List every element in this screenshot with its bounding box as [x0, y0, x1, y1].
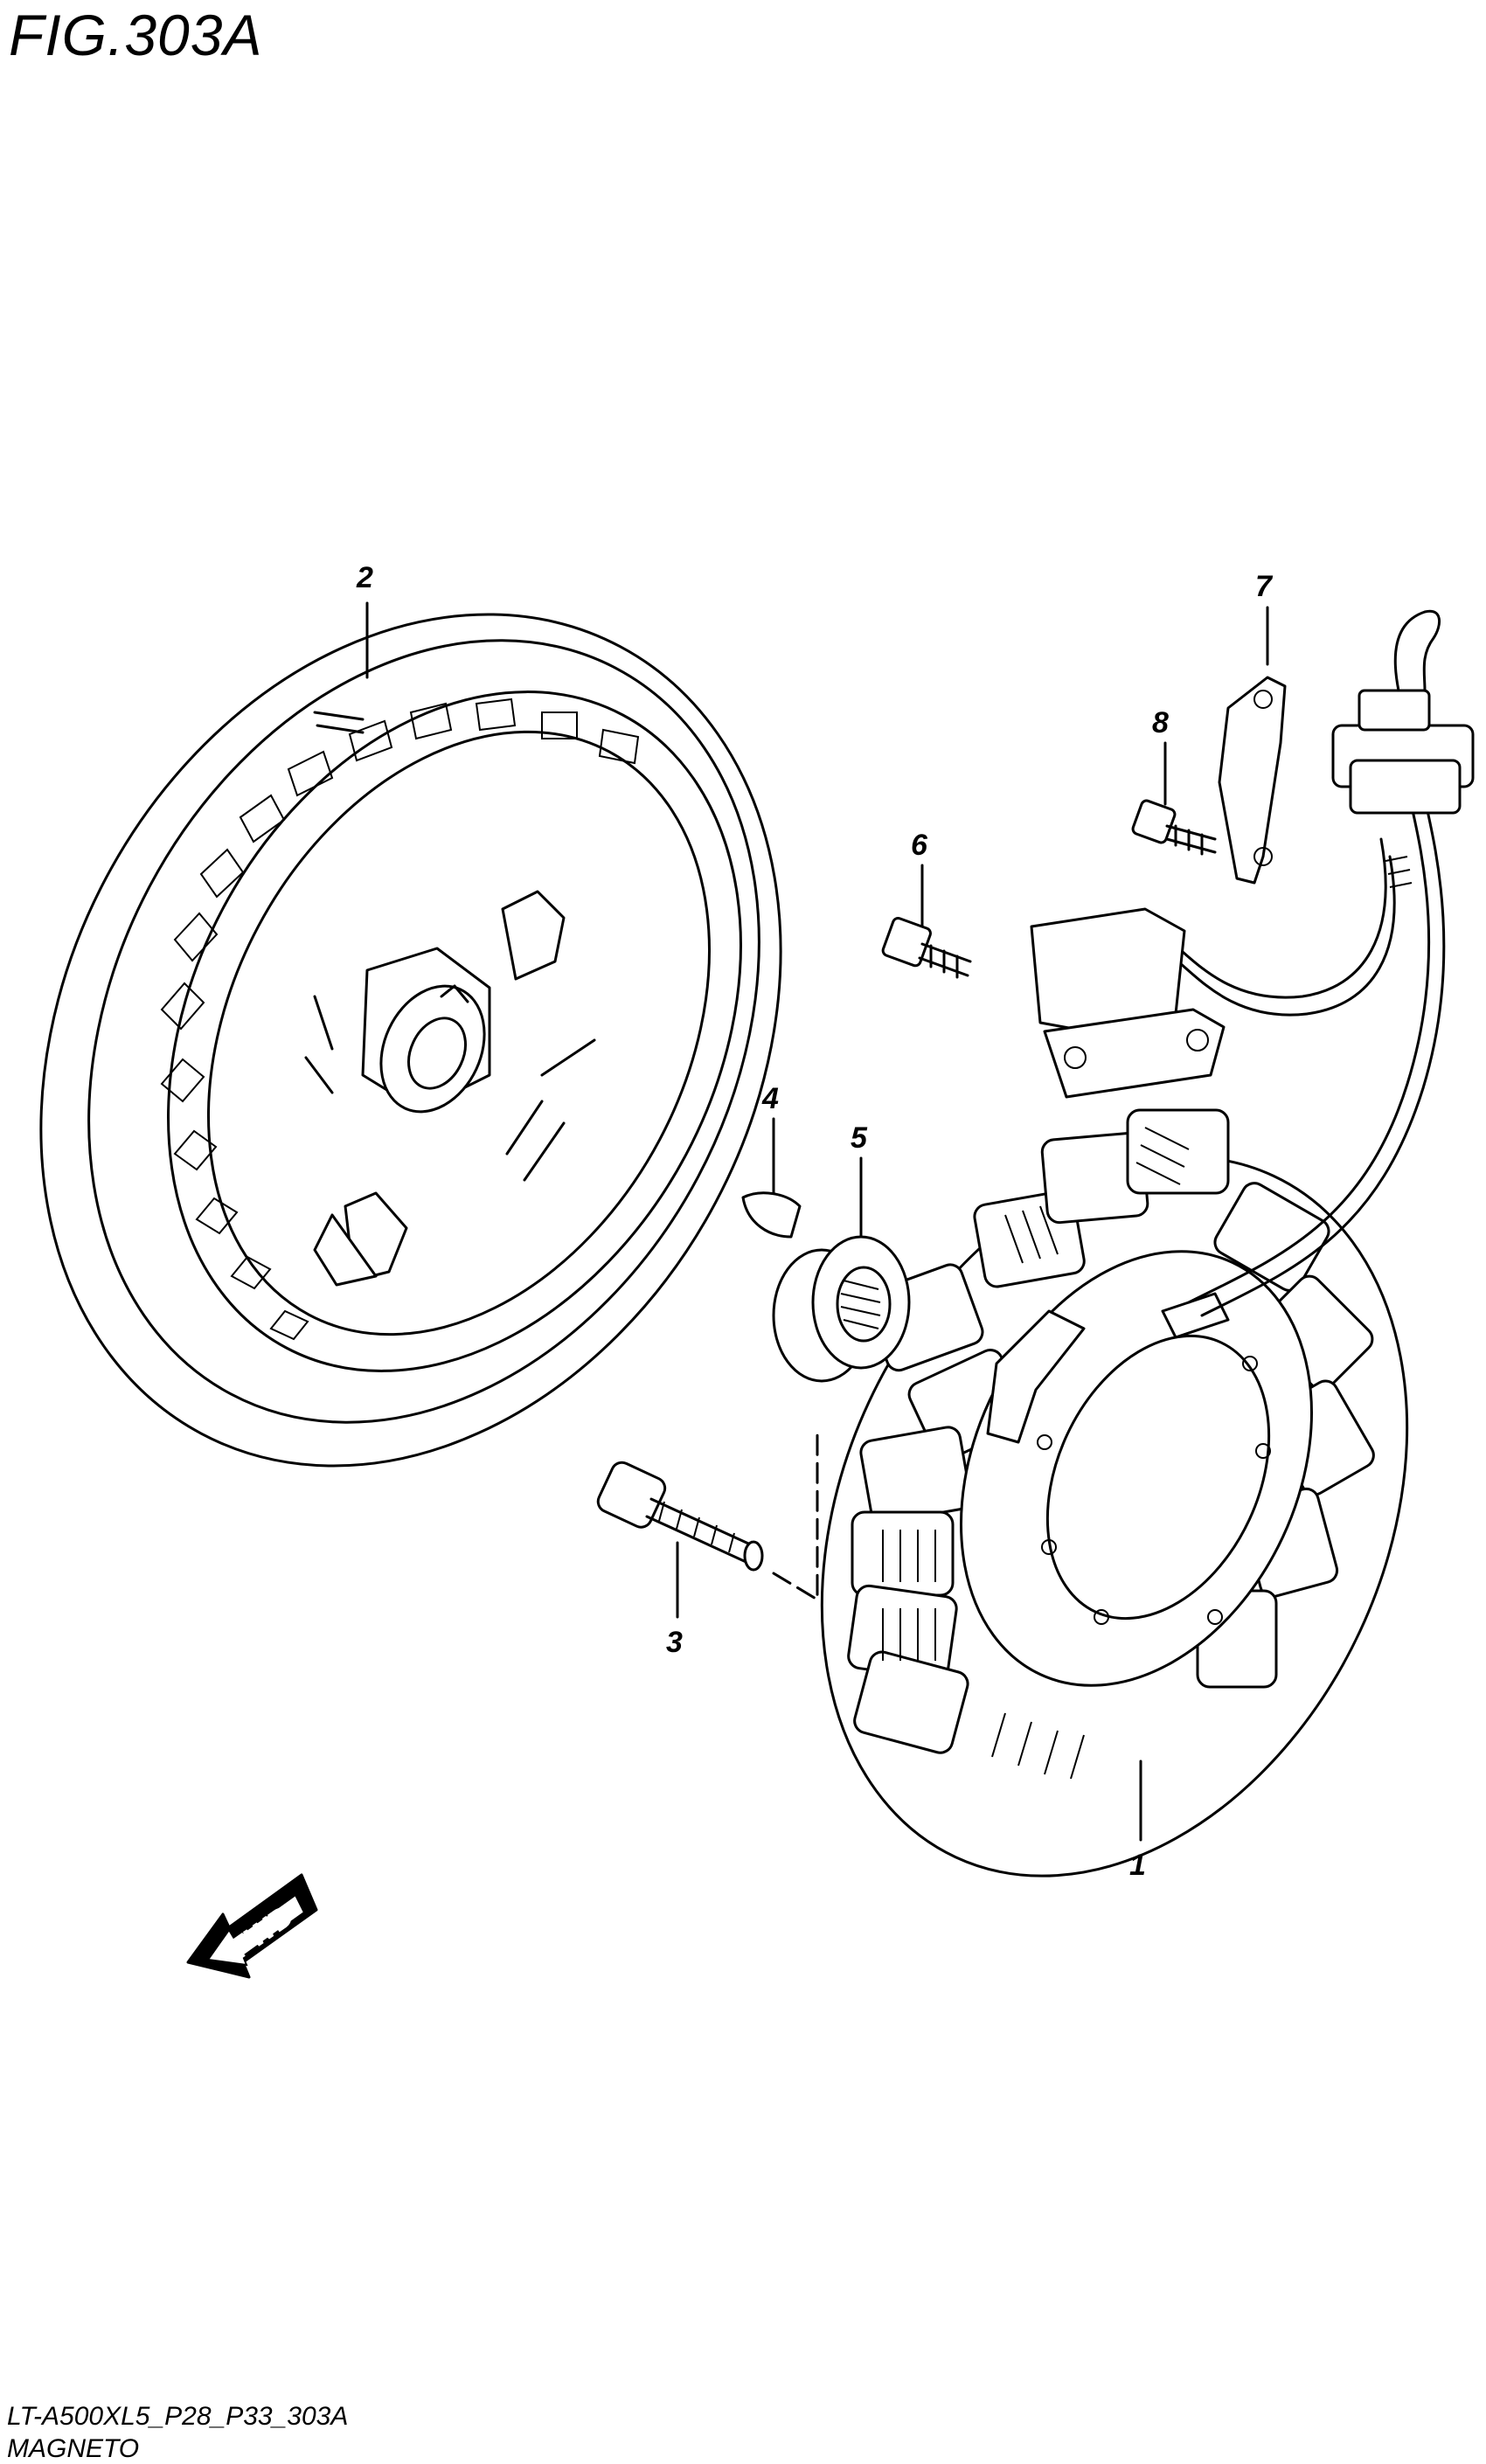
bushing-spacer — [772, 1235, 911, 1383]
woodruff-key — [741, 1191, 802, 1239]
callout-8: 8 — [1152, 706, 1169, 739]
callout-4: 4 — [761, 1082, 779, 1115]
model-code: LT-A500XL5_P28_P33_303A — [7, 2402, 349, 2431]
callout-1: 1 — [1129, 1849, 1146, 1882]
callout-2: 2 — [356, 561, 373, 594]
pickup-coil — [1030, 907, 1226, 1099]
callout-5: 5 — [851, 1121, 868, 1155]
screw-6 — [881, 916, 972, 979]
callout-3: 3 — [666, 1626, 683, 1659]
fwd-direction-arrow: FWD — [186, 1873, 318, 1979]
install-guide-line — [772, 1427, 819, 1601]
wiring-harness — [1161, 785, 1446, 1317]
assembly-name: MAGNETO — [7, 2434, 140, 2463]
callout-7: 7 — [1255, 570, 1274, 603]
screw-8 — [1131, 799, 1217, 856]
clamp-plate — [1218, 676, 1287, 885]
rotor-flywheel — [39, 613, 782, 1468]
figure-title: FIG.303A — [9, 3, 263, 67]
coupler-connector — [1331, 609, 1475, 815]
leader-lines — [365, 601, 1269, 1842]
bolt-3 — [596, 1461, 764, 1572]
callout-6: 6 — [911, 829, 928, 862]
